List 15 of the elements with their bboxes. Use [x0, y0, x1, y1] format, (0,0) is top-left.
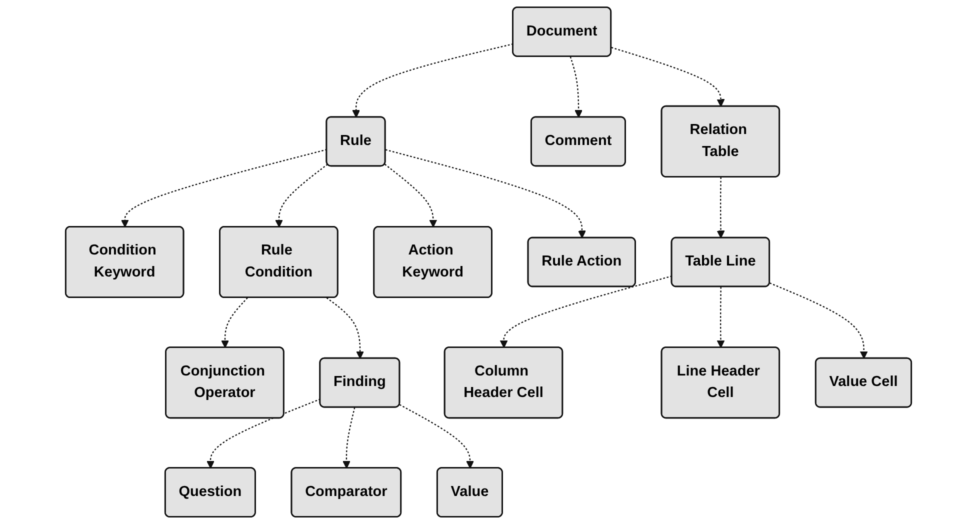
arrow [275, 164, 328, 228]
arrow [611, 46, 725, 107]
arrow [770, 282, 868, 359]
arrow [120, 148, 328, 228]
arrow [221, 297, 248, 348]
arrow [716, 286, 725, 348]
arrow [716, 177, 725, 238]
arrow [352, 43, 514, 118]
arrow [399, 404, 474, 469]
arrow [384, 164, 438, 228]
arrow [500, 275, 672, 348]
arrow [326, 297, 364, 359]
arrow [570, 56, 583, 118]
arrow [385, 149, 586, 238]
arrow [342, 407, 356, 469]
